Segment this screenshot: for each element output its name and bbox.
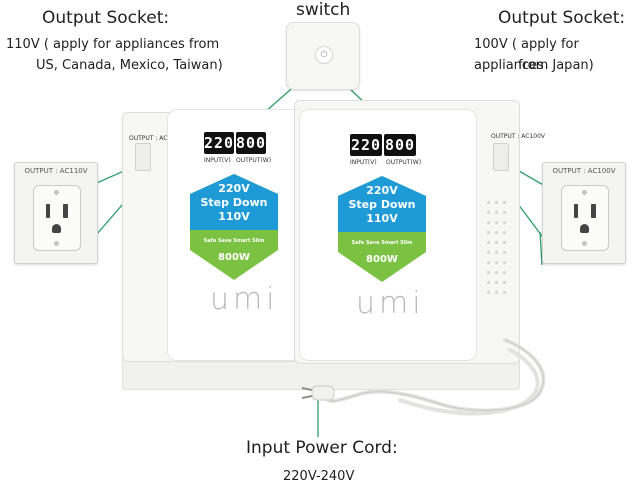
left-brand-logo: umi (210, 282, 279, 317)
left-converter-unit: OUTPUT : AC110V 220 800 INPUT(V) OUTPUT(… (122, 109, 302, 362)
left-sticker-line3: 110V (218, 210, 250, 223)
right-inset-label: OUTPUT : AC100V (552, 167, 616, 175)
right-brand-logo: umi (356, 286, 425, 321)
input-cord-title: Input Power Cord: (246, 438, 398, 458)
left-socket-desc-1: 110V ( apply for appliances from (6, 37, 220, 52)
us-outlet-icon (33, 185, 81, 251)
input-cord-voltage: 220V-240V (283, 469, 355, 484)
right-unit-face: 220 800 INPUT(V) OUTPUT(W) 220V Step Dow… (299, 109, 477, 361)
left-socket-desc-2: US, Canada, Mexico, Taiwan) (36, 58, 223, 73)
right-output-label: OUTPUT(W) (386, 159, 422, 166)
left-sticker-wattage: 800W (218, 252, 250, 263)
right-unit-side-label: OUTPUT : AC100V (491, 133, 546, 140)
right-socket-desc-1: 100V ( apply for appliances (474, 37, 579, 73)
right-sticker-line2: Step Down (348, 198, 415, 211)
switch-callout: ⏻ (286, 22, 360, 90)
right-sticker-tagline: Safe Save Smart Slim (352, 240, 413, 246)
right-converter-unit: 220 800 INPUT(V) OUTPUT(W) 220V Step Dow… (294, 100, 545, 364)
right-output-display: 800 (384, 134, 416, 156)
japan-outlet-icon (561, 185, 609, 251)
left-input-label: INPUT(V) (204, 157, 231, 164)
right-socket-inset-leader (539, 231, 543, 266)
left-sticker-tagline: Safe Save Smart Slim (204, 238, 265, 244)
right-step-down-sticker: 220V Step Down 110V Safe Save Smart Slim… (338, 176, 426, 282)
right-socket-desc-2: from Japan) (518, 58, 594, 73)
left-unit-side-outlet (135, 143, 151, 171)
right-unit-side-outlet (493, 143, 509, 171)
right-input-display: 220 (350, 134, 382, 156)
left-unit-face: 220 800 INPUT(V) OUTPUT(W) 220V Step Dow… (167, 109, 301, 361)
left-inset-label: OUTPUT : AC110V (24, 167, 88, 175)
left-input-display: 220 (204, 132, 235, 154)
left-unit-side-label: OUTPUT : AC110V (129, 135, 184, 142)
switch-label: switch (296, 0, 351, 20)
left-outlet-inset: OUTPUT : AC110V (14, 162, 98, 264)
power-icon: ⏻ (315, 46, 333, 64)
right-unit-vents (485, 201, 513, 321)
right-sticker-wattage: 800W (366, 254, 398, 265)
right-input-label: INPUT(V) (350, 159, 377, 166)
left-output-label: OUTPUT(W) (236, 157, 272, 164)
right-outlet-inset: OUTPUT : AC100V (542, 162, 626, 264)
left-output-display: 800 (236, 132, 267, 154)
left-sticker-line2: Step Down (200, 196, 267, 209)
right-socket-title: Output Socket: (498, 8, 626, 28)
right-sticker-line3: 110V (366, 212, 398, 225)
left-step-down-sticker: 220V Step Down 110V Safe Save Smart Slim… (190, 174, 278, 280)
left-socket-title: Output Socket: (42, 8, 170, 28)
power-cord-icon (301, 338, 546, 416)
right-sticker-line1: 220V (366, 184, 398, 197)
left-sticker-line1: 220V (218, 182, 250, 195)
